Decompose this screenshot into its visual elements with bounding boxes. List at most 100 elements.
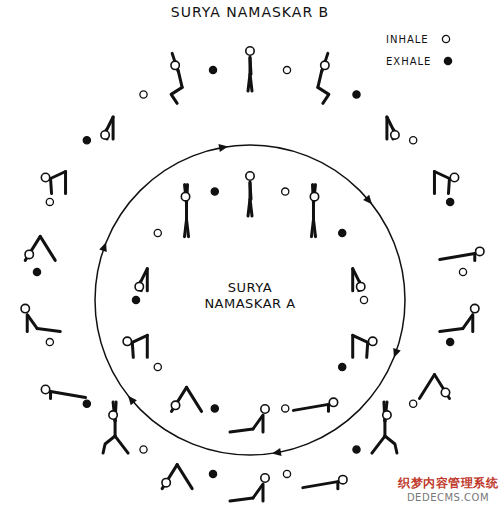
exhale-dot — [447, 339, 454, 346]
yoga-figure — [246, 172, 254, 216]
figure-head — [246, 47, 254, 55]
legend-entry: INHALE — [386, 33, 453, 45]
yoga-figure — [230, 405, 269, 432]
figure-limb — [146, 335, 149, 357]
figure-head — [471, 304, 479, 312]
inhale-dot — [140, 91, 147, 98]
figure-limb — [178, 70, 182, 87]
direction-arrow — [393, 348, 401, 358]
figure-limb — [64, 172, 67, 194]
inhale-dot — [154, 363, 161, 370]
inhale-dot — [410, 137, 417, 144]
exhale-dot — [339, 229, 346, 236]
figure-limb — [132, 342, 133, 357]
inhale-dot — [410, 400, 417, 407]
figure-limb — [387, 117, 394, 131]
watermark: 织梦内容管理系统 — [398, 476, 498, 490]
figure-limb — [440, 253, 475, 259]
direction-arrow — [128, 396, 137, 405]
exhale-dot — [83, 400, 90, 407]
figure-limb — [448, 179, 449, 194]
yoga-figure — [123, 335, 147, 357]
figure-limb — [471, 316, 474, 332]
yoga-figure — [101, 117, 113, 139]
figure-limb — [172, 387, 187, 411]
figure-limb — [51, 172, 66, 179]
figure-limb — [434, 172, 449, 179]
figure-limb — [250, 74, 252, 91]
figure-limb — [293, 404, 328, 410]
yoga-figure — [434, 172, 458, 194]
legend-text: EXHALE — [386, 56, 431, 67]
figure-limb — [303, 482, 338, 488]
direction-arrow — [99, 242, 107, 252]
inhale-dot — [282, 188, 289, 195]
yoga-figure — [310, 185, 318, 237]
figure-limb — [250, 199, 252, 216]
figure-head — [181, 192, 189, 200]
exhale-dot — [83, 137, 90, 144]
figure-limb — [313, 220, 315, 237]
figure-limb — [51, 392, 86, 398]
inhale-dot — [459, 268, 466, 275]
yoga-figure — [171, 387, 201, 411]
figure-head — [339, 475, 347, 483]
exhale-dot — [339, 363, 346, 370]
figure-limb — [187, 387, 202, 411]
sequence-b — [21, 47, 484, 501]
figure-limb — [419, 375, 434, 399]
figure-limb — [367, 342, 368, 357]
exhale-dot — [211, 188, 218, 195]
figure-limb — [351, 335, 354, 357]
exhale-dot — [132, 296, 139, 303]
figure-head — [246, 172, 254, 180]
figure-head — [171, 401, 179, 409]
figure-limb — [262, 485, 265, 501]
figure-limb — [230, 498, 253, 501]
figure-limb — [250, 58, 251, 74]
figure-head — [441, 388, 449, 396]
figure-head — [41, 385, 49, 393]
inhale-dot — [283, 67, 290, 74]
figure-head — [476, 247, 484, 255]
inhale-dot — [360, 296, 367, 303]
yoga-figure — [419, 375, 449, 399]
yoga-figure — [25, 236, 55, 260]
yoga-figure — [440, 247, 484, 260]
inhale-dot — [282, 405, 289, 412]
exhale-dot — [353, 91, 360, 98]
direction-arrow — [272, 448, 282, 456]
yoga-figure — [372, 402, 397, 453]
sequence-a — [123, 172, 377, 432]
yoga-figure — [353, 335, 377, 357]
inhale-dot — [46, 339, 53, 346]
exhale-dot — [33, 268, 40, 275]
figure-head — [261, 405, 269, 413]
inhale-dot — [140, 446, 147, 453]
figure-head — [41, 173, 49, 181]
figure-limb — [230, 429, 253, 432]
yoga-figure — [181, 185, 189, 237]
yoga-figure — [318, 53, 329, 103]
figure-limb — [353, 269, 360, 283]
sequence-title: SURYA NAMASKAR A — [187, 280, 313, 311]
figure-head — [171, 61, 179, 69]
legend-dot — [442, 35, 449, 42]
exhale-dot — [353, 446, 360, 453]
legend-text: INHALE — [386, 34, 429, 45]
yoga-figure — [135, 269, 147, 291]
figure-limb — [25, 236, 40, 260]
yoga-figure — [171, 53, 182, 103]
figure-head — [135, 282, 143, 290]
watermark: DEDECMS.COM — [398, 492, 498, 504]
figure-limb — [177, 465, 192, 489]
direction-arrow — [363, 195, 372, 204]
diagram-title: SURYA NAMASKAR B — [150, 4, 350, 21]
figure-head — [123, 337, 131, 345]
figure-limb — [132, 335, 147, 342]
yoga-figure — [303, 475, 347, 488]
legend-entry: EXHALE — [386, 55, 455, 67]
figure-limb — [318, 70, 322, 87]
figure-limb — [353, 335, 368, 342]
